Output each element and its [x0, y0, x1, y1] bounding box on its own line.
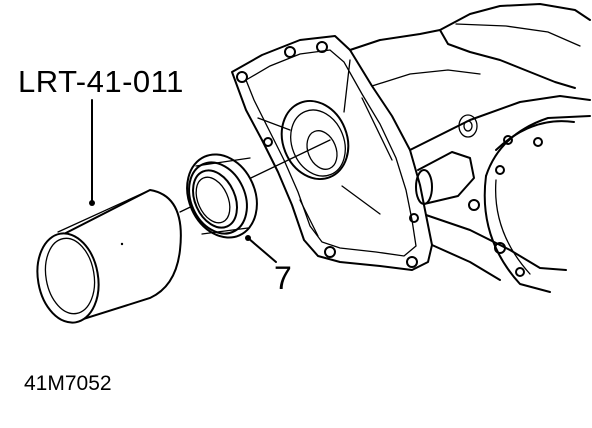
callout-leader	[247, 237, 277, 263]
tool-number-label: LRT-41-011	[18, 64, 184, 99]
figure-id: 41M7052	[24, 372, 112, 395]
callout-number: 7	[274, 260, 292, 296]
seal-installer-tool	[36, 188, 182, 324]
oil-seal	[186, 153, 258, 239]
transmission-housing	[231, 3, 591, 293]
